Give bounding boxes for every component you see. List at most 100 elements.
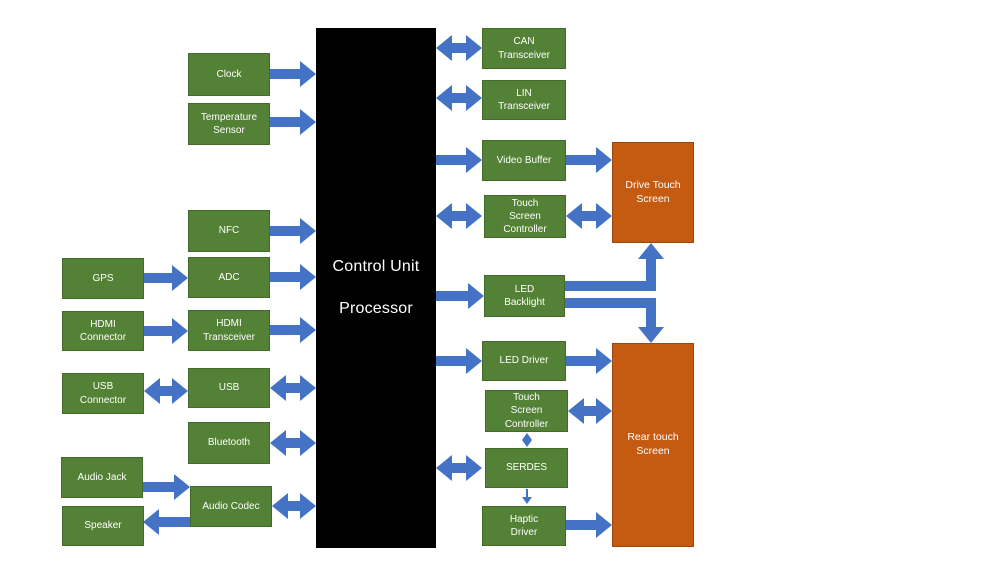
arrowhead-left-icon [143, 509, 159, 535]
block-serdes: SERDES [485, 448, 568, 488]
arrow-hdmi-connector-to-hdmi-transceiver [144, 318, 188, 344]
block-touch-screen-controller-1: Touch Screen Controller [484, 195, 566, 238]
processor-label-line2: Processor [339, 300, 413, 317]
hdmi-connector-label: HDMI Connector [79, 318, 127, 343]
arrow-shaft [144, 326, 172, 336]
serdes-label: SERDES [505, 462, 548, 474]
arrow-temperature-sensor-to-processor [270, 109, 316, 135]
block-usb: USB [188, 368, 270, 408]
arrow-touch-screen-controller-2-rear-touch-screen [568, 398, 612, 424]
arrow-processor-lin-transceiver [436, 85, 482, 111]
block-hdmi-transceiver: HDMI Transceiver [188, 310, 270, 351]
arrow-shaft [566, 155, 596, 165]
arrowhead-left-icon [272, 493, 288, 519]
arrowhead-left-icon [270, 375, 286, 401]
arrowhead-left-icon [566, 203, 582, 229]
arrowhead-up-icon [638, 243, 664, 259]
drive-touch-screen-label: Drive Touch Screen [625, 178, 681, 205]
arrowhead-right-icon [466, 147, 482, 173]
arrow-shaft [566, 520, 596, 530]
arrow-shaft [566, 356, 596, 366]
arrow-shaft [452, 93, 466, 103]
arrowhead-right-icon [596, 512, 612, 538]
temperature-sensor-label: Temperature Sensor [200, 111, 258, 136]
block-gps: GPS [62, 258, 144, 299]
lin-transceiver-label: LIN Transceiver [498, 87, 550, 112]
arrowhead-right-icon [300, 218, 316, 244]
block-hdmi-connector: HDMI Connector [62, 311, 144, 351]
hdmi-transceiver-label: HDMI Transceiver [203, 318, 255, 343]
arrow-touch-screen-controller-2-serdes [521, 433, 533, 447]
block-audio-codec: Audio Codec [190, 486, 272, 527]
clock-label: Clock [216, 68, 242, 80]
arrowhead-right-icon [300, 109, 316, 135]
arrowhead-right-icon [596, 203, 612, 229]
arrowhead-right-icon [172, 378, 188, 404]
block-bluetooth: Bluetooth [188, 422, 270, 464]
arrow-shaft [160, 386, 172, 396]
block-drive-touch-screen: Drive Touch Screen [612, 142, 694, 243]
gps-label: GPS [92, 272, 114, 284]
arrowhead-left-icon [436, 455, 452, 481]
arrow-usb-processor [270, 375, 316, 401]
arrow-shaft [452, 463, 466, 473]
arrow-shaft [526, 489, 528, 497]
adc-label: ADC [218, 271, 240, 283]
arrow-shaft [646, 300, 656, 327]
led-driver-label: LED Driver [499, 355, 549, 367]
arrowhead-right-icon [466, 85, 482, 111]
arrowhead-right-icon [596, 147, 612, 173]
arrowhead-up-icon [521, 433, 532, 440]
arrow-led-driver-to-rear-touch-screen [566, 348, 612, 374]
block-led-driver: LED Driver [482, 341, 566, 381]
video-buffer-label: Video Buffer [496, 154, 552, 166]
block-clock: Clock [188, 53, 270, 96]
arrow-shaft [584, 406, 596, 416]
arrowhead-left-icon [144, 378, 160, 404]
touch-screen-controller-1-label: Touch Screen Controller [503, 197, 547, 236]
arrow-shaft [270, 226, 300, 236]
arrowhead-left-icon [436, 85, 452, 111]
arrow-usb-connector-usb [144, 378, 188, 404]
arrow-shaft [144, 273, 172, 283]
block-usb-connector: USB Connector [62, 373, 144, 414]
arrowhead-right-icon [300, 317, 316, 343]
arrowhead-down-icon [638, 327, 664, 343]
arrow-haptic-driver-to-rear-touch-screen [566, 512, 612, 538]
arrow-shaft [452, 43, 466, 53]
block-temperature-sensor: Temperature Sensor [188, 103, 270, 145]
arrow-shaft [143, 482, 174, 492]
arrowhead-right-icon [172, 318, 188, 344]
arrow-shaft [436, 356, 466, 366]
block-can-transceiver: CAN Transceiver [482, 28, 566, 69]
arrow-hdmi-transceiver-to-processor [270, 317, 316, 343]
arrowhead-right-icon [300, 493, 316, 519]
arrowhead-right-icon [596, 398, 612, 424]
arrowhead-right-icon [466, 348, 482, 374]
arrow-led-backlight-to-drive-touch-screen [638, 243, 664, 291]
nfc-label: NFC [218, 225, 240, 237]
arrow-shaft [286, 383, 300, 393]
arrowhead-left-icon [270, 430, 286, 456]
block-haptic-driver: Haptic Driver [482, 506, 566, 546]
block-nfc: NFC [188, 210, 270, 252]
arrowhead-down-icon [521, 440, 532, 447]
block-adc: ADC [188, 257, 270, 298]
arrow-touch-screen-controller-1-drive-touch-screen [566, 203, 612, 229]
speaker-label: Speaker [84, 520, 122, 532]
arrowhead-right-icon [172, 265, 188, 291]
arrow-shaft [270, 117, 300, 127]
arrowhead-left-icon [568, 398, 584, 424]
connector-line-led-backlight-line-lower [565, 298, 656, 308]
arrow-led-backlight-to-rear-touch-screen [638, 300, 664, 343]
block-led-backlight: LED Backlight [484, 275, 565, 317]
usb-label: USB [218, 382, 240, 394]
block-audio-jack: Audio Jack [61, 457, 143, 498]
arrow-adc-to-processor [270, 264, 316, 290]
arrow-shaft [436, 155, 466, 165]
arrow-shaft [159, 517, 190, 527]
block-video-buffer: Video Buffer [482, 140, 566, 181]
arrow-shaft [286, 438, 300, 448]
arrow-processor-serdes [436, 455, 482, 481]
